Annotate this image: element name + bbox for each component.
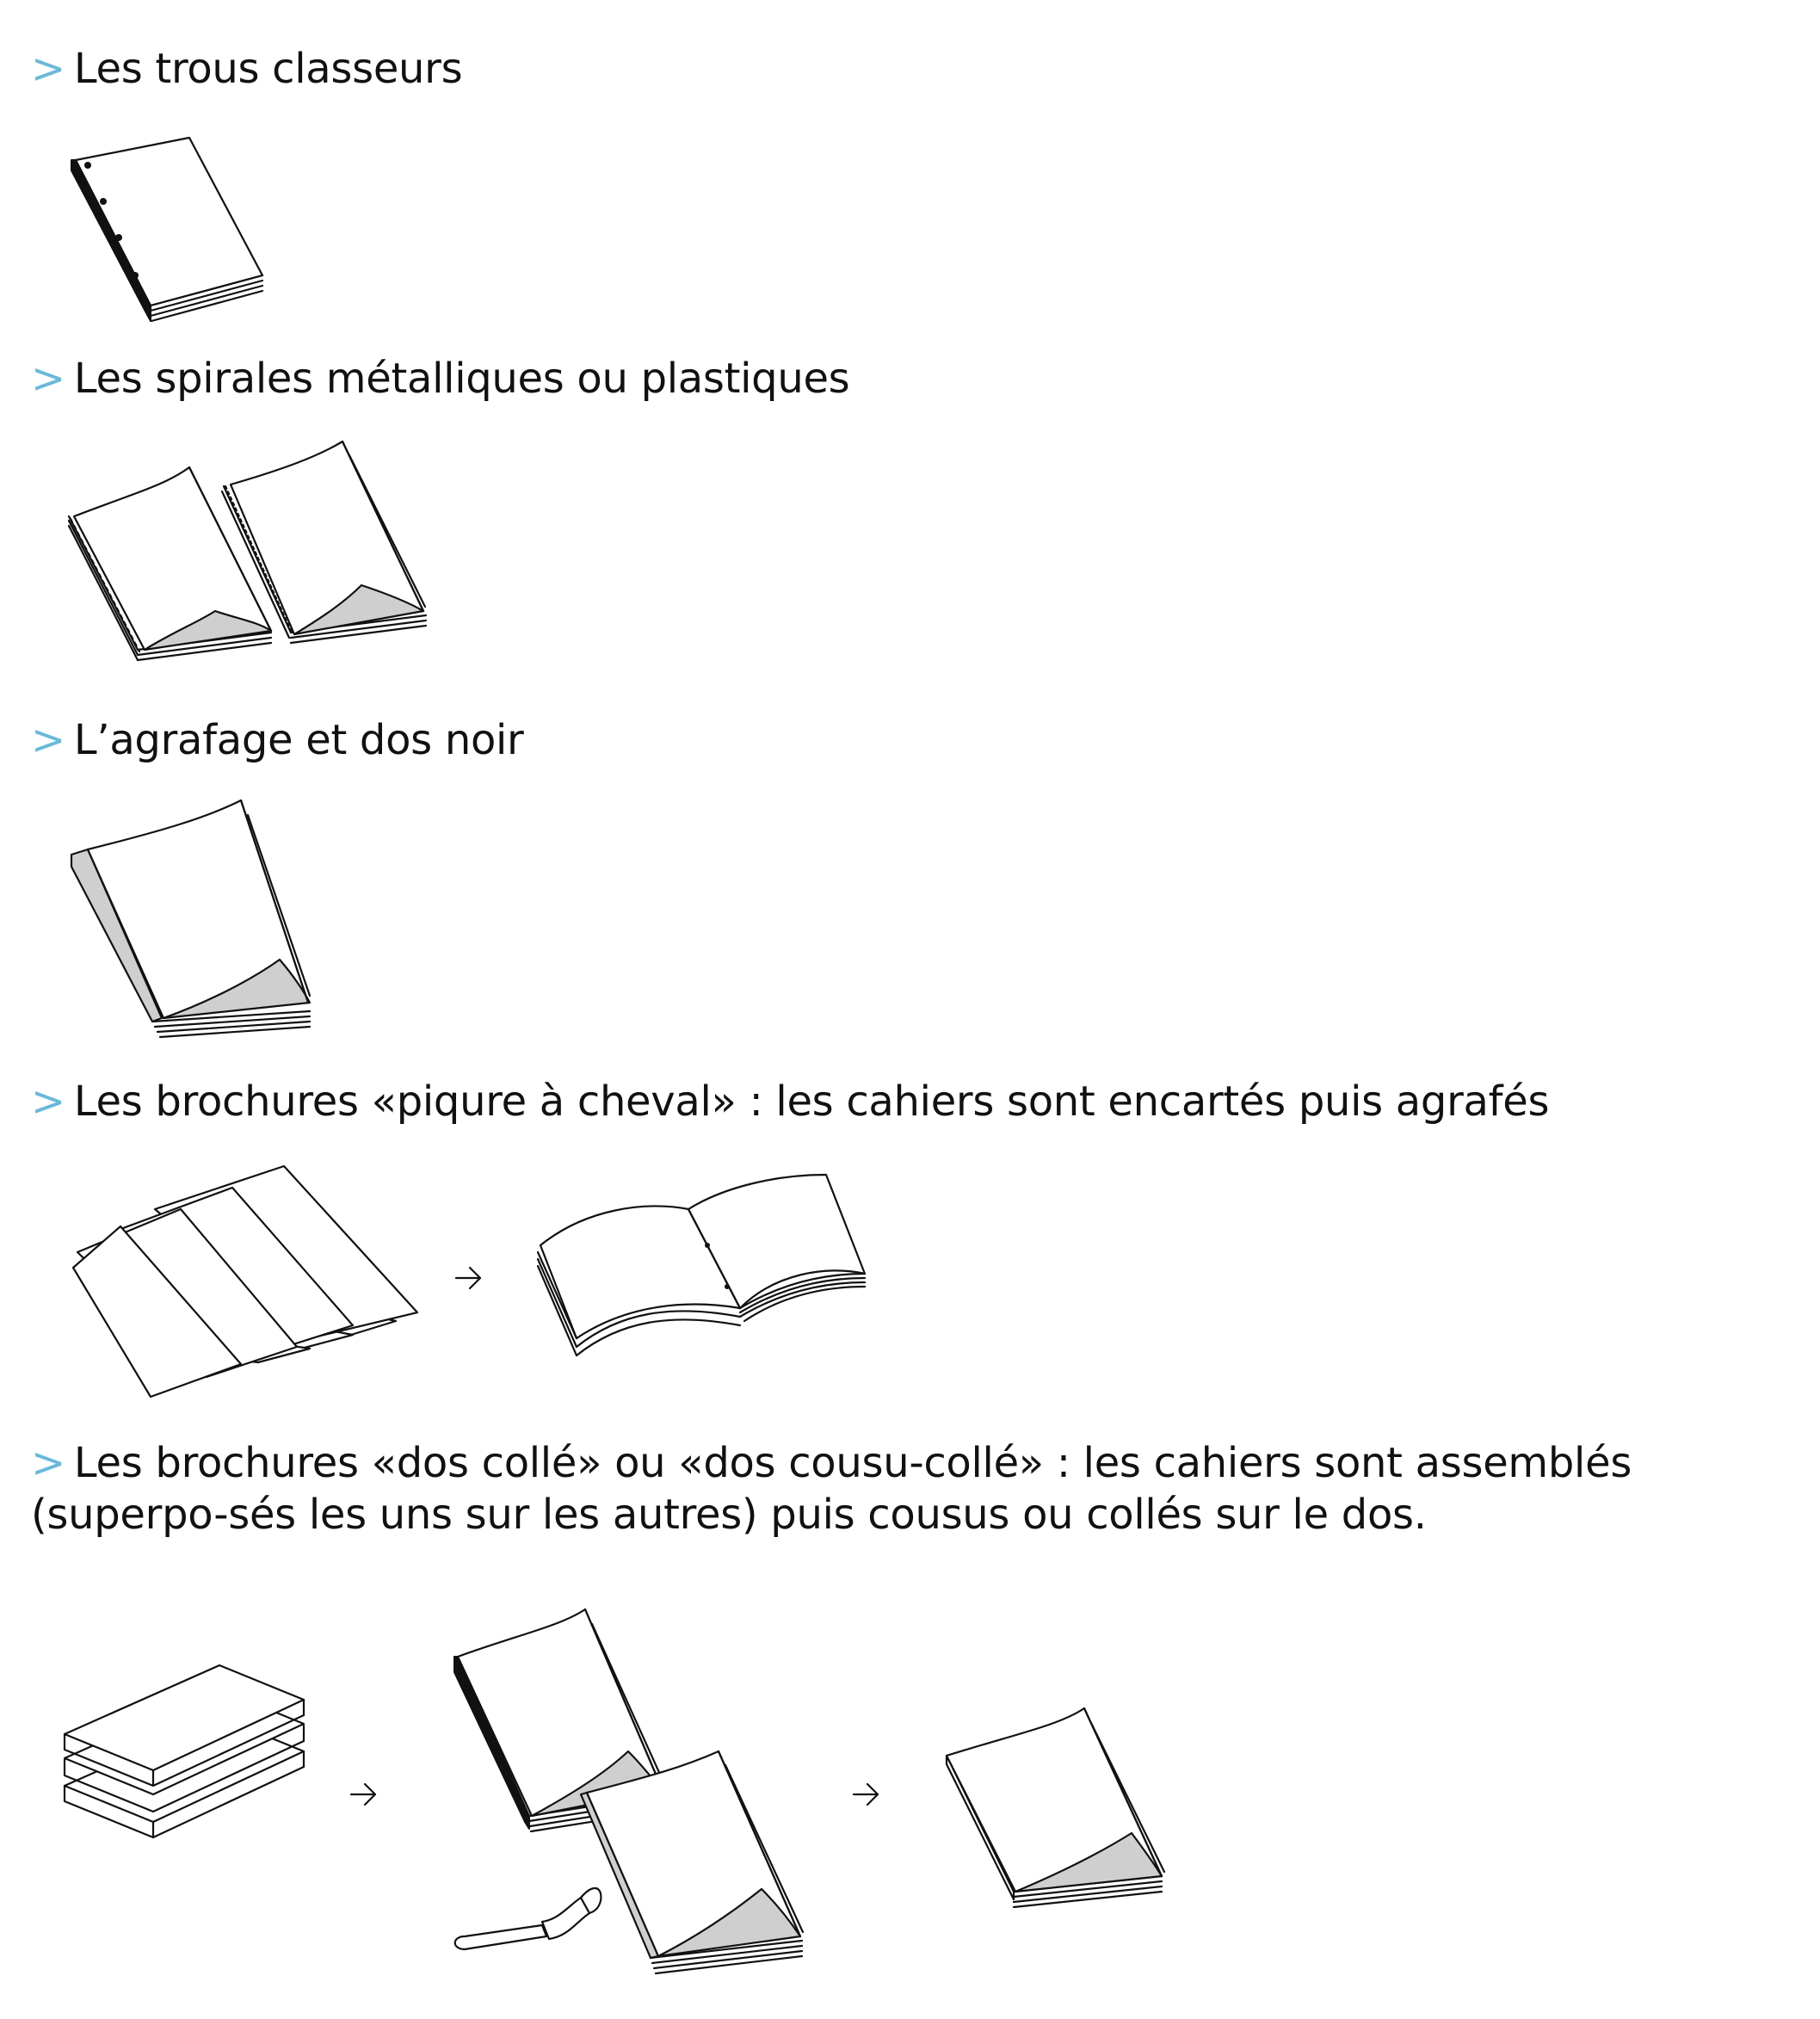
heading-text: Les brochures «dos collé» ou «dos cousu-… xyxy=(31,1439,1632,1539)
heading-text: Les brochures «piqure à cheval» : les ca… xyxy=(73,1077,1550,1126)
heading-trous-classeurs: >Les trous classeurs xyxy=(31,43,463,95)
heading-text: Les trous classeurs xyxy=(73,45,463,93)
spiral-notebook-icon xyxy=(67,435,430,667)
glue-brush-icon xyxy=(453,1886,602,1951)
bullet-marker: > xyxy=(31,1077,65,1126)
saddle-stitch-icon xyxy=(69,1164,878,1416)
stacked-signatures xyxy=(63,1664,305,1839)
heading-piqure-a-cheval: >Les brochures «piqure à cheval» : les c… xyxy=(31,1076,1549,1127)
heading-text: L’agrafage et dos noir xyxy=(73,716,524,764)
heading-dos-colle: >Les brochures «dos collé» ou «dos cousu… xyxy=(31,1437,1804,1540)
heading-agrafage: >L’agrafage et dos noir xyxy=(31,714,524,766)
hole-punched-binder-icon xyxy=(69,129,275,323)
bullet-marker: > xyxy=(31,716,65,764)
heading-text: Les spirales métalliques ou plastiques xyxy=(73,355,850,403)
bullet-marker: > xyxy=(31,45,65,93)
bullet-marker: > xyxy=(31,355,65,403)
perfect-binding-icon xyxy=(60,1596,1179,1984)
bullet-marker: > xyxy=(31,1439,65,1487)
stapled-booklet-icon xyxy=(69,796,327,1046)
heading-spirales: >Les spirales métalliques ou plastiques xyxy=(31,353,850,404)
